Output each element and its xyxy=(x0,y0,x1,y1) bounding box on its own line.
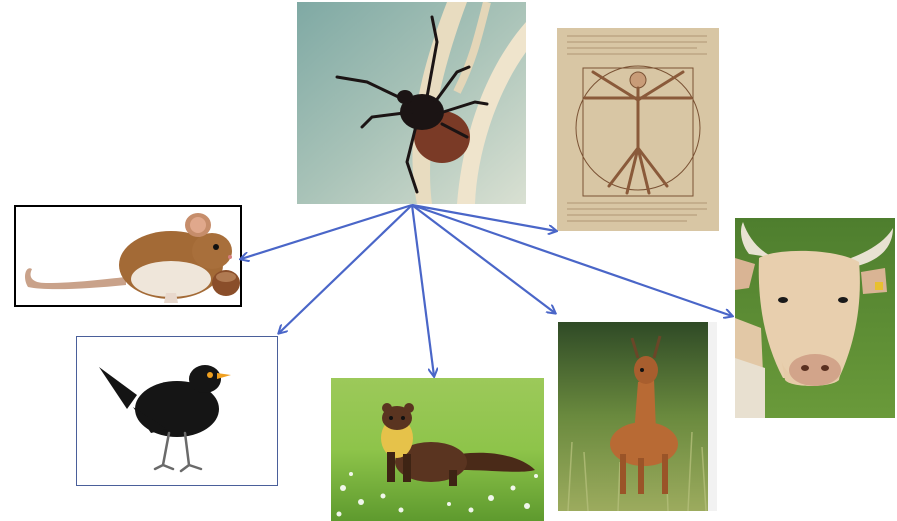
arrow-to-bird xyxy=(279,205,412,333)
arrow-to-mouse xyxy=(241,205,412,259)
arrow-to-deer xyxy=(412,205,555,313)
arrow-to-human xyxy=(412,205,556,231)
arrow-to-marten xyxy=(412,205,434,376)
arrow-to-cow xyxy=(412,205,732,316)
